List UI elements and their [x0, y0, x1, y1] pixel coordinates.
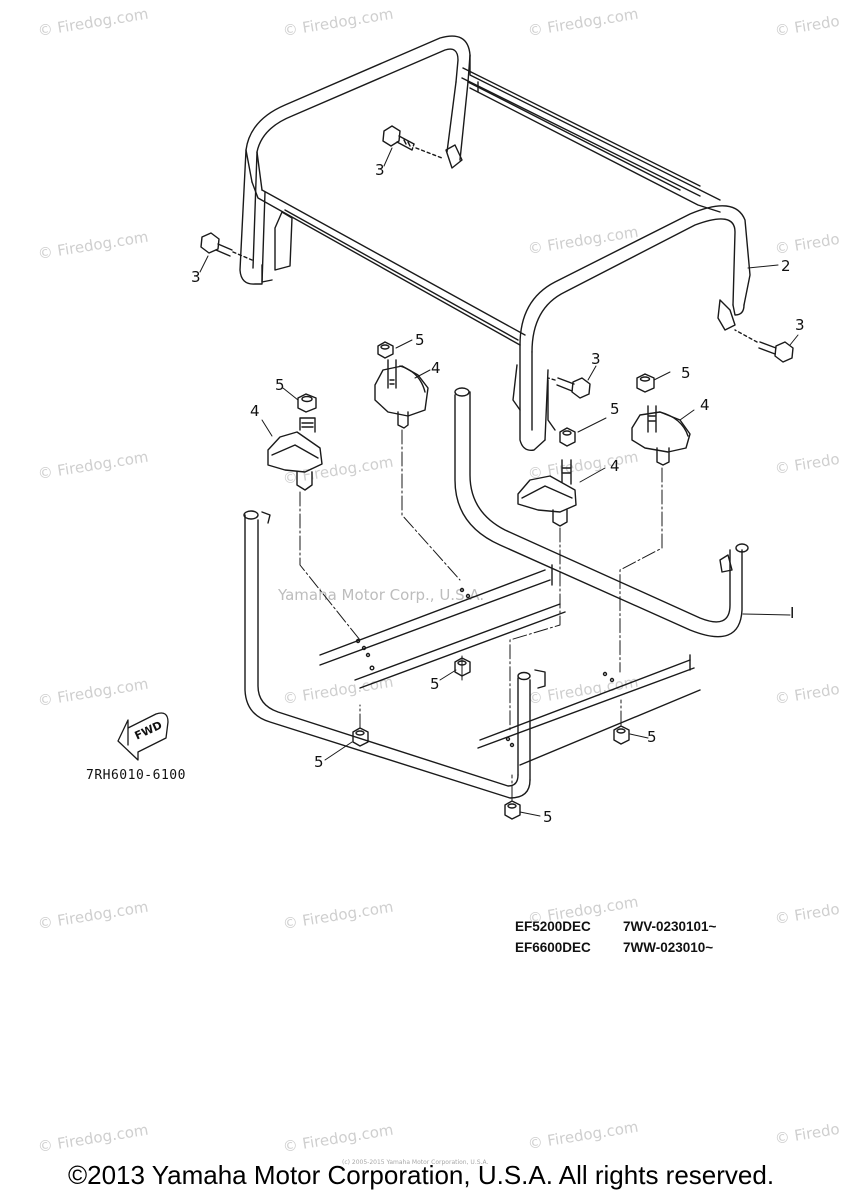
label-part-4: 4: [431, 359, 441, 377]
model-row: EF6600DEC 7WW-023010~: [515, 940, 713, 955]
center-watermark: Yamaha Motor Corp., U.S.A.: [278, 586, 485, 604]
label-part-1: I: [790, 604, 795, 622]
leader-lines: [199, 147, 799, 817]
label-part-5: 5: [314, 753, 324, 771]
label-part-3: 3: [795, 316, 805, 334]
assembly-guide-lines: [299, 429, 663, 801]
label-part-5: 5: [275, 376, 285, 394]
label-part-3: 3: [191, 268, 201, 286]
rubber-mounts: [267, 359, 691, 527]
label-part-3: 3: [375, 161, 385, 179]
label-part-5: 5: [610, 400, 620, 418]
upper-frame: [239, 35, 751, 451]
label-part-4: 4: [700, 396, 710, 414]
label-part-4: 4: [250, 402, 260, 420]
lower-frame: [243, 387, 749, 799]
label-part-5: 5: [681, 364, 691, 382]
model-code: EF5200DEC: [515, 919, 591, 934]
label-part-4: 4: [610, 457, 620, 475]
model-serial: 7WV-0230101~: [623, 919, 717, 934]
copyright-notice: ©2013 Yamaha Motor Corporation, U.S.A. A…: [67, 1160, 775, 1190]
label-part-2: 2: [781, 257, 791, 275]
label-part-5: 5: [543, 808, 553, 826]
model-row: EF5200DEC 7WV-0230101~: [515, 919, 716, 934]
model-code: EF6600DEC: [515, 940, 591, 955]
label-part-5: 5: [430, 675, 440, 693]
diagram-code: 7RH6010-6100: [86, 768, 186, 783]
fwd-arrow-icon: [117, 712, 169, 761]
bolts: [200, 125, 794, 399]
label-part-5: 5: [647, 728, 657, 746]
model-serial: 7WW-023010~: [623, 940, 714, 955]
label-part-3: 3: [591, 350, 601, 368]
tiny-copyright-note: (c) 2005-2015 Yamaha Motor Corporation, …: [342, 1159, 489, 1166]
label-part-5: 5: [415, 331, 425, 349]
